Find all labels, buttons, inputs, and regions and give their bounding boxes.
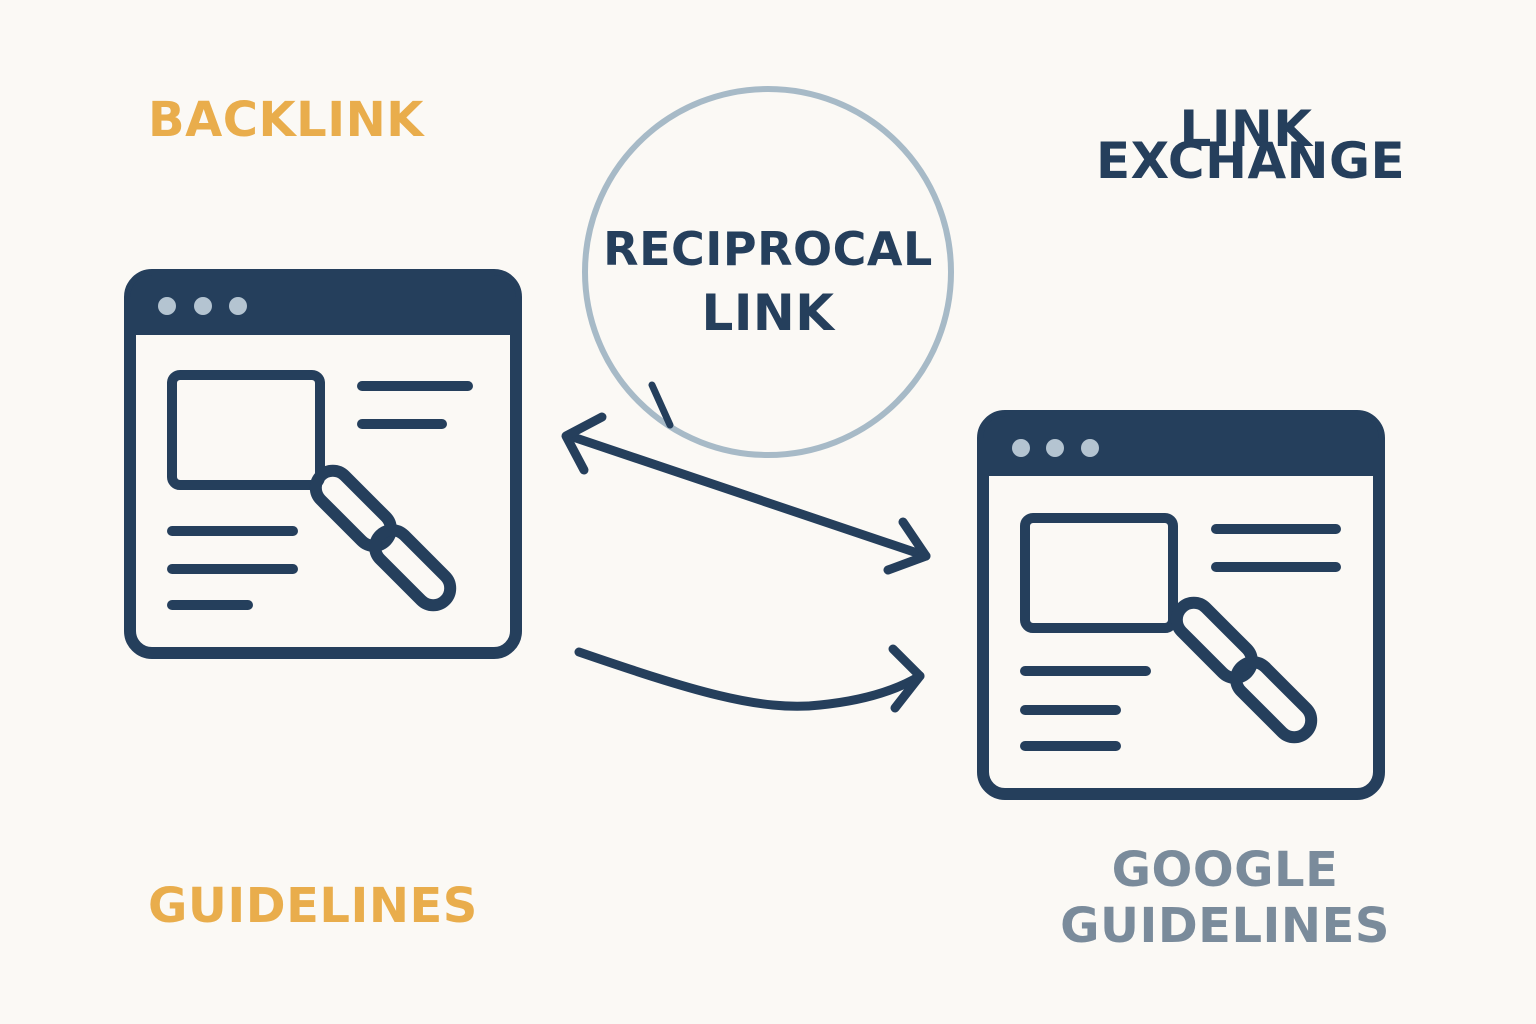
- website-b: [977, 410, 1385, 800]
- window-dot: [194, 297, 212, 315]
- google-guidelines-label-line-2: GUIDELINES: [1060, 898, 1390, 954]
- window-titlebar: [983, 416, 1379, 476]
- link-exchange-label-line-1: LINK: [1179, 100, 1313, 158]
- reciprocal-link-label-line-2: LINK: [701, 284, 835, 342]
- bubble-tail: [648, 381, 674, 429]
- backlink-label: BACKLINK: [148, 92, 424, 148]
- arrowhead-curved: [888, 644, 925, 713]
- exchange-arrow: [561, 412, 931, 575]
- reciprocal-link-label-line-1: RECIPROCAL: [603, 222, 933, 276]
- window-dot: [1046, 439, 1064, 457]
- reciprocal-bubble: [582, 86, 954, 458]
- image-placeholder: [167, 370, 325, 490]
- window-dot: [1081, 439, 1099, 457]
- bubble-circle: [582, 86, 954, 458]
- chain-link-icon: [1170, 596, 1318, 744]
- window-dot: [158, 297, 176, 315]
- arrowhead-right: [883, 517, 931, 575]
- website-a: [124, 269, 522, 659]
- arrowhead-left: [561, 412, 607, 475]
- chain-link-icon: [309, 464, 457, 612]
- link-exchange-label-line-2: EXCHANGE: [1096, 132, 1406, 190]
- one-way-arrow: [574, 644, 925, 713]
- window-titlebar: [130, 275, 516, 335]
- window-dot: [1012, 439, 1030, 457]
- guidelines-label: GUIDELINES: [148, 878, 478, 934]
- google-guidelines-label-line-1: GOOGLE: [1111, 842, 1339, 898]
- window-dot: [229, 297, 247, 315]
- image-placeholder: [1020, 513, 1178, 633]
